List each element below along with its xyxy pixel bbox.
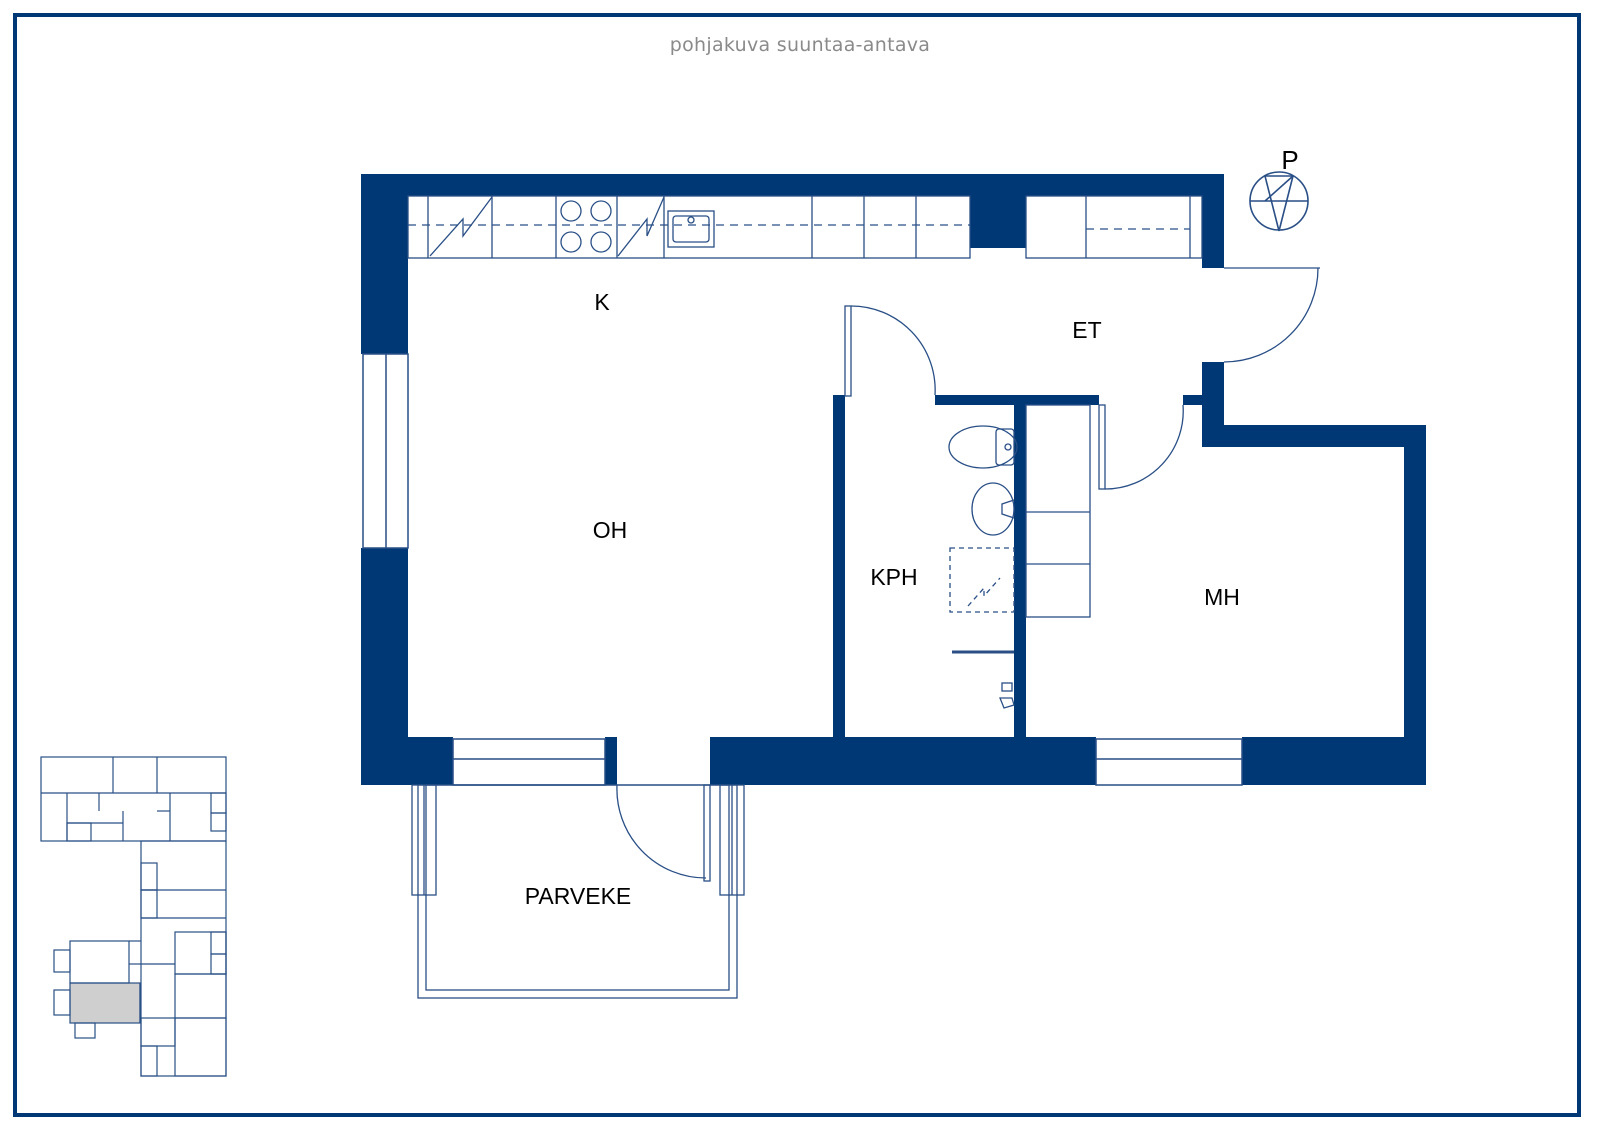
wall-kph-right <box>1014 404 1026 737</box>
window-bottom-mh <box>1095 738 1243 786</box>
plan-subtitle: pohjakuva suuntaa-antava <box>669 34 931 56</box>
north-label: P <box>1281 145 1298 175</box>
entrance-closet <box>1025 195 1203 259</box>
balcony-door <box>616 784 711 882</box>
kph-door <box>844 305 936 397</box>
wall-et-stub <box>1183 395 1202 405</box>
walls <box>361 174 1426 785</box>
entrance-door <box>1223 267 1320 363</box>
wall-bottom-mid <box>710 737 1096 785</box>
north-arrow-icon <box>1249 171 1309 232</box>
appliance-symbol-oven <box>617 196 665 257</box>
balcony <box>411 784 745 999</box>
room-label-bathroom: KPH <box>870 564 917 590</box>
wall-bottom-post <box>605 737 617 785</box>
wall-top-right <box>1026 174 1224 196</box>
wall-mh-right <box>1404 425 1426 785</box>
room-label-kitchen: K <box>594 289 610 315</box>
key-plan-highlight <box>69 982 141 1024</box>
wardrobe <box>1025 404 1091 618</box>
wall-bottom-left <box>361 737 453 785</box>
wall-bottom-right <box>1242 737 1426 785</box>
windows <box>362 353 1243 786</box>
window-bottom-oh <box>452 738 606 786</box>
wall-kph-top <box>935 395 1099 405</box>
room-labels: K OH ET KPH MH PARVEKE <box>525 289 1240 909</box>
key-plan <box>40 756 227 1077</box>
shower-icon <box>949 547 1015 613</box>
bathroom-fixtures <box>948 425 1018 709</box>
toilet-icon <box>948 425 1018 469</box>
sink-icon <box>667 210 715 248</box>
washbasin-icon <box>971 482 1015 536</box>
wall-top-pillar <box>970 174 1026 248</box>
page-frame <box>13 13 1581 1117</box>
wall-door-jamb <box>833 395 845 405</box>
wall-top-left <box>361 174 1026 196</box>
wall-right-upper <box>1202 174 1224 268</box>
floor-drain-icon <box>999 682 1015 709</box>
stove-icon <box>560 200 612 253</box>
kitchen-counter <box>407 195 971 259</box>
room-label-entrance: ET <box>1072 317 1101 343</box>
wall-kph-left <box>833 396 845 737</box>
doors <box>616 267 1320 882</box>
wall-mh-top <box>1202 425 1426 447</box>
room-label-living: OH <box>593 517 628 543</box>
room-label-balcony: PARVEKE <box>525 883 632 909</box>
mh-door <box>1098 404 1184 490</box>
wall-left-upper <box>361 174 408 354</box>
room-label-bedroom: MH <box>1204 584 1240 610</box>
appliance-symbol-fridge <box>429 196 493 257</box>
